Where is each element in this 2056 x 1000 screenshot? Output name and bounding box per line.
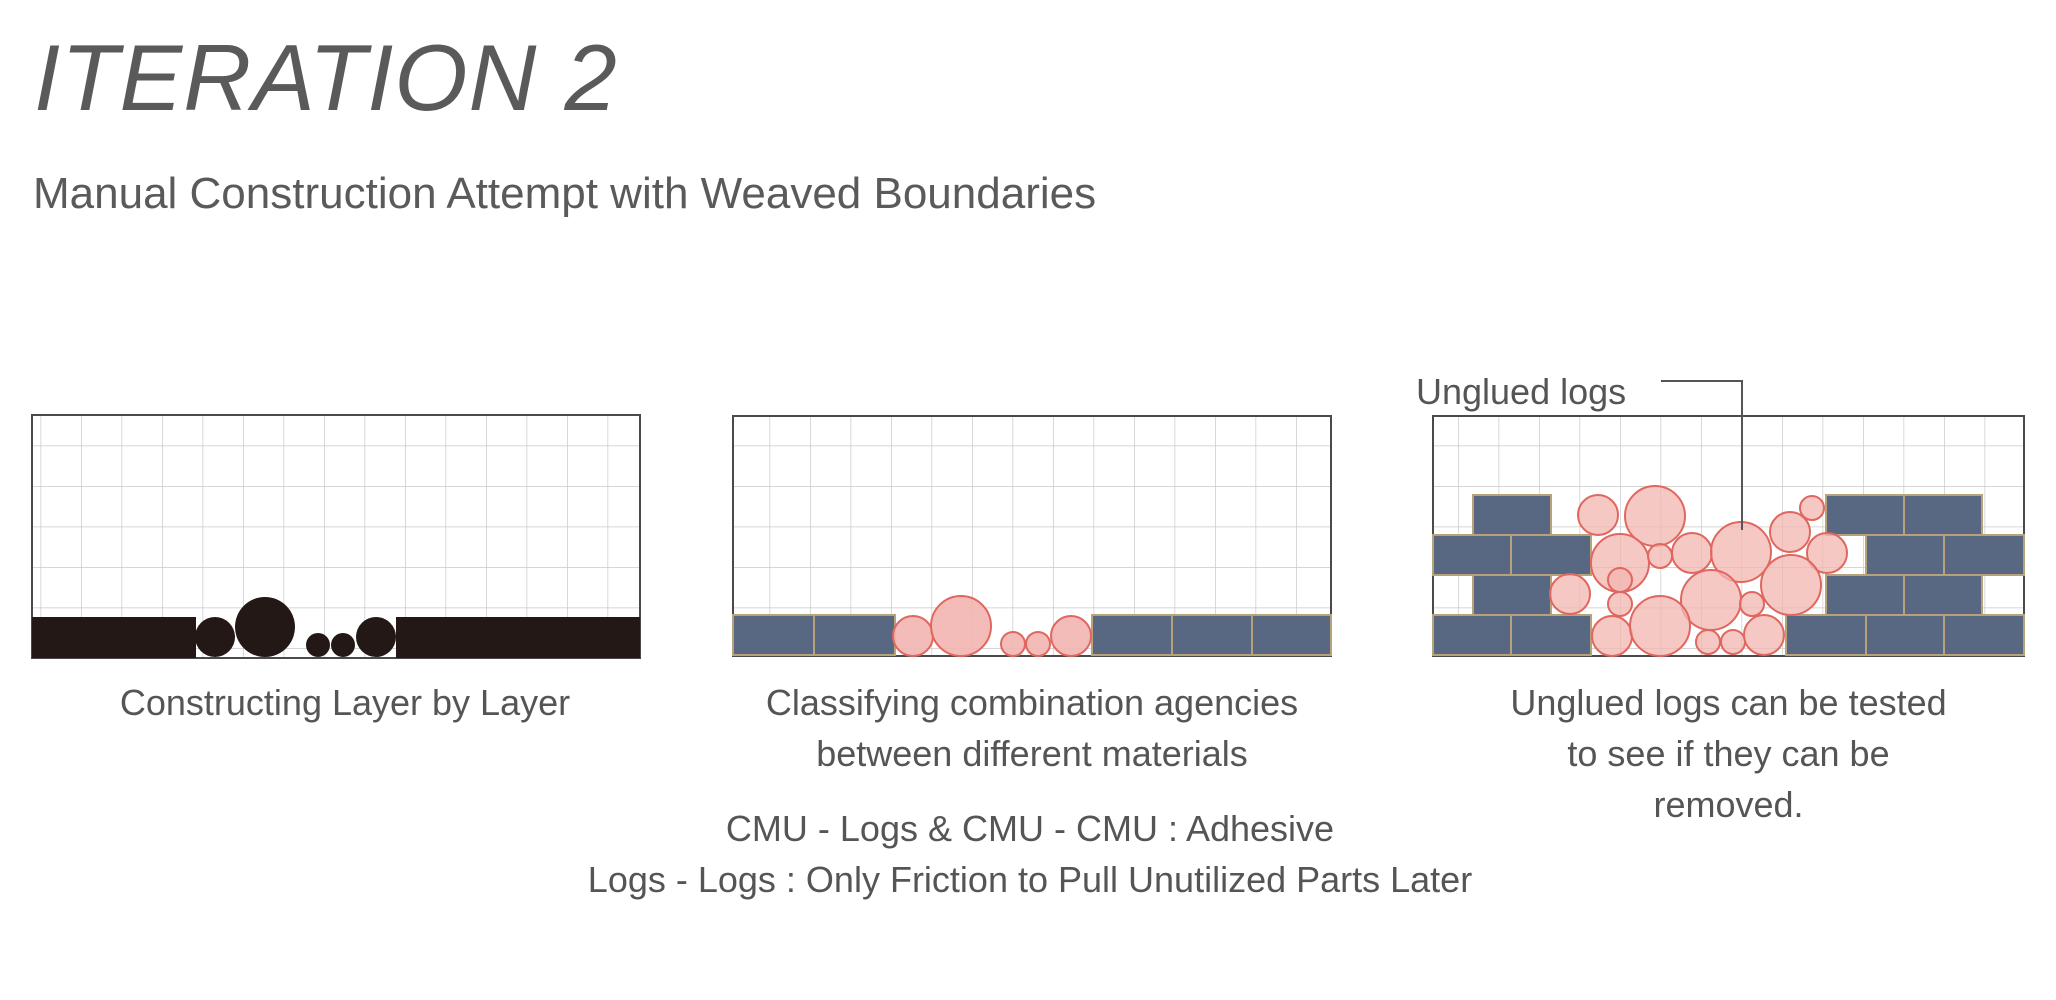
log [1743,614,1785,656]
log [892,615,934,657]
dark-log [306,633,330,657]
caption-line: Constructing Layer by Layer [119,682,571,723]
diagram-unglued-logs [1432,380,2025,657]
log [1025,631,1051,657]
dark-log [331,633,355,657]
cmu-block [1251,614,1332,656]
page-title: ITERATION 2 [34,25,618,130]
log [1739,591,1765,617]
cmu-block [1903,494,1983,536]
log [1647,543,1673,569]
log [1695,629,1721,655]
caption-line: to see if they can be [1567,733,1890,774]
caption-line: between different materials [816,733,1248,774]
dark-log [235,597,295,657]
dark-block-right [396,617,640,658]
cmu-block [1865,614,1945,656]
dark-log [195,617,235,657]
cmu-blocks [732,614,1332,656]
log [1799,495,1825,521]
log [1000,631,1026,657]
cmu-block [1903,574,1983,616]
diagram-layer-by-layer [31,414,641,659]
cmu-block [1785,614,1867,656]
cmu-block [813,614,896,656]
cmu-block [1943,534,2025,576]
caption-line: Unglued logs can be tested [1510,682,1947,723]
cmu-block [1171,614,1253,656]
cmu-block [1943,614,2025,656]
cmu-blocks-woven [1432,494,2025,656]
caption-unglued-logs: Unglued logs can be tested to see if the… [1433,677,2024,830]
log [1806,532,1848,574]
log [1769,511,1811,553]
cmu-block [1825,574,1905,616]
cmu-block [1825,494,1905,536]
caption-combination-agencies: Classifying combination agencies between… [733,677,1331,779]
callout-leader-line [1661,380,1743,530]
dark-block-left [32,617,196,658]
note-adhesive: CMU - Logs & CMU - CMU : Adhesive [725,808,1335,849]
cmu-block [1472,494,1552,536]
log [1577,494,1619,536]
log [1607,591,1633,617]
log [1549,573,1591,615]
adhesive-notes: CMU - Logs & CMU - CMU : Adhesive Logs -… [530,803,1530,905]
log [1720,629,1746,655]
dark-blocks [32,597,640,658]
logs [892,595,1092,657]
callout-label-unglued-logs: Unglued logs [1416,371,1627,412]
caption-layer-by-layer: Constructing Layer by Layer [32,677,658,728]
page-subtitle: Manual Construction Attempt with Weaved … [33,169,1097,218]
cmu-block [732,614,815,656]
logs-cluster [1549,485,1848,657]
log [1607,567,1633,593]
dark-log [356,617,396,657]
cmu-block [1091,614,1173,656]
cmu-block [1432,614,1512,656]
log [1671,532,1713,574]
cmu-block [1510,534,1592,576]
log [1591,615,1633,657]
log [1760,554,1822,616]
log [930,595,992,657]
cmu-block [1432,534,1512,576]
caption-line: Classifying combination agencies [765,682,1299,723]
cmu-block [1865,534,1945,576]
log [1629,595,1691,657]
note-friction: Logs - Logs : Only Friction to Pull Unut… [587,859,1473,900]
log [1050,615,1092,657]
cmu-block [1510,614,1592,656]
caption-line: removed. [1653,784,1804,825]
cmu-block [1472,574,1552,616]
diagram-combination-agencies [732,415,1332,657]
